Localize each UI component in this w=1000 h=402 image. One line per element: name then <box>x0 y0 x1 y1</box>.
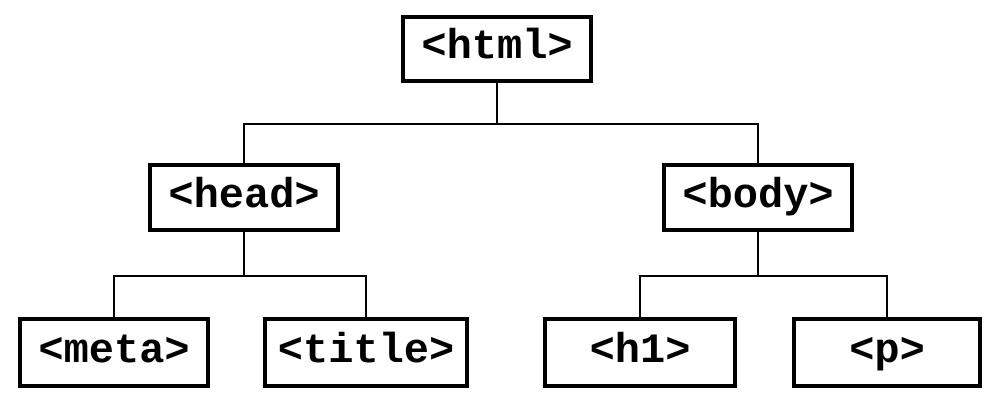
node-body: <body> <box>662 163 854 232</box>
node-head-label: <head> <box>168 171 320 220</box>
node-body-label: <body> <box>682 171 834 220</box>
node-h1-label: <h1> <box>589 326 691 375</box>
connector-body-children-bracket <box>639 275 888 317</box>
connector-html-children-bracket <box>243 123 759 163</box>
node-html: <html> <box>401 15 593 83</box>
connector-head-children-bracket <box>113 275 367 317</box>
node-meta: <meta> <box>18 317 210 388</box>
node-h1: <h1> <box>543 317 737 388</box>
node-title: <title> <box>263 317 469 388</box>
node-head: <head> <box>148 163 340 232</box>
node-meta-label: <meta> <box>38 326 190 375</box>
node-p: <p> <box>792 317 982 388</box>
node-html-label: <html> <box>421 23 573 71</box>
node-p-label: <p> <box>849 326 925 375</box>
node-title-label: <title> <box>277 326 455 375</box>
